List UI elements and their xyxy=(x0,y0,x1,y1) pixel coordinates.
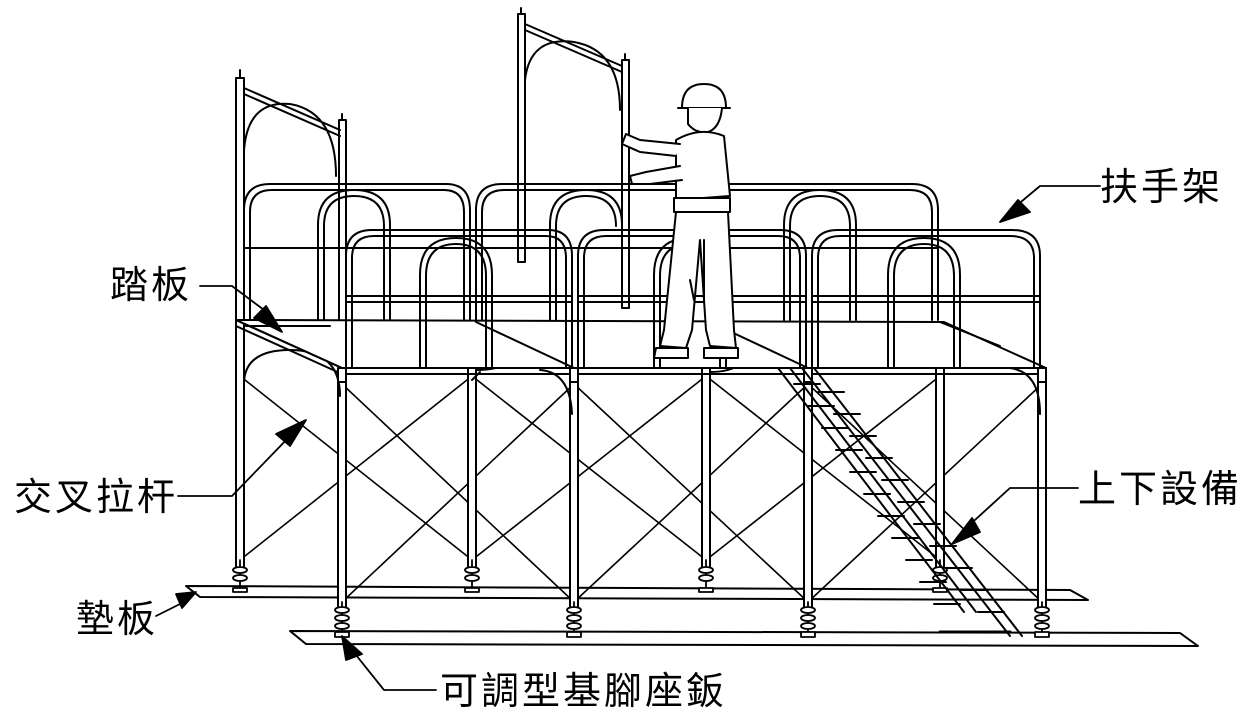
label-handrail: 扶手架 xyxy=(1100,165,1224,209)
adjustable-base-arrow xyxy=(341,635,363,661)
handrail-frames xyxy=(243,183,1041,369)
label-cross-brace: 交叉拉杆 xyxy=(14,475,179,519)
access-ladder xyxy=(777,367,1023,637)
label-base-board: 墊板 xyxy=(76,597,159,641)
handrail-arrow xyxy=(999,199,1031,223)
callout-leaders xyxy=(155,185,1101,691)
cross-brace-arrow xyxy=(275,419,307,447)
front-base-board xyxy=(289,630,1199,647)
label-adjustable-base: 可調型基腳座鈑 xyxy=(440,669,728,713)
label-access: 上下設備 xyxy=(1078,467,1243,511)
base-boards xyxy=(185,585,1199,647)
base-board-arrow xyxy=(175,591,197,609)
worker-figure xyxy=(621,83,739,359)
platform-arrow xyxy=(253,305,283,333)
access-arrow xyxy=(951,517,981,545)
platform-deck xyxy=(235,319,1047,383)
adjustable-base-jacks xyxy=(232,559,1050,638)
cross-braces xyxy=(239,375,1043,603)
frame-posts xyxy=(235,13,1047,609)
label-platform: 踏板 xyxy=(110,263,193,307)
end-frame-arches xyxy=(239,7,626,177)
